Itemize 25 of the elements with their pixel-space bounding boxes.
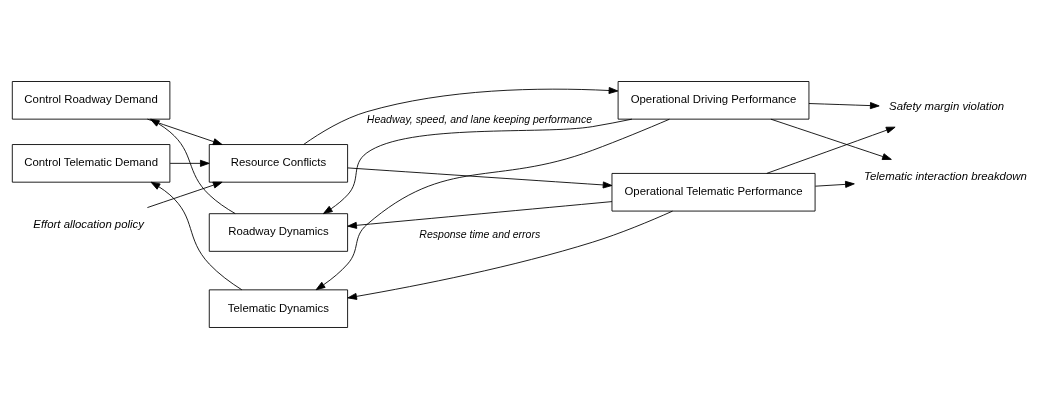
arrow (146, 181, 223, 208)
arrow (766, 126, 896, 174)
node-box: Operational Driving Performance (617, 81, 810, 120)
node-box: Resource Conflicts (208, 144, 349, 183)
arrow (347, 201, 613, 229)
edge-label: Response time and errors (419, 228, 541, 241)
node-text: Safety margin violation (889, 100, 1005, 113)
node-box: Telematic Dynamics (208, 289, 349, 328)
arrow (169, 159, 210, 167)
arrow (315, 118, 670, 291)
arrow (323, 118, 633, 215)
node-text: Telematic interaction breakdown (864, 170, 1027, 183)
node-box: Roadway Dynamics (208, 213, 349, 252)
arrow (808, 102, 880, 110)
arrow (347, 210, 673, 300)
arrow (150, 181, 243, 291)
arrow (347, 167, 613, 189)
node-box: Control Roadway Demand (11, 81, 171, 120)
arrow (303, 87, 619, 145)
node-box: Control Telematic Demand (11, 144, 171, 183)
arrow (814, 180, 855, 188)
node-box: Operational Telematic Performance (611, 173, 816, 212)
edge-label: Headway, speed, and lane keeping performance (366, 112, 592, 125)
arrow (770, 118, 892, 160)
node-text: Effort allocation policy (33, 218, 144, 231)
